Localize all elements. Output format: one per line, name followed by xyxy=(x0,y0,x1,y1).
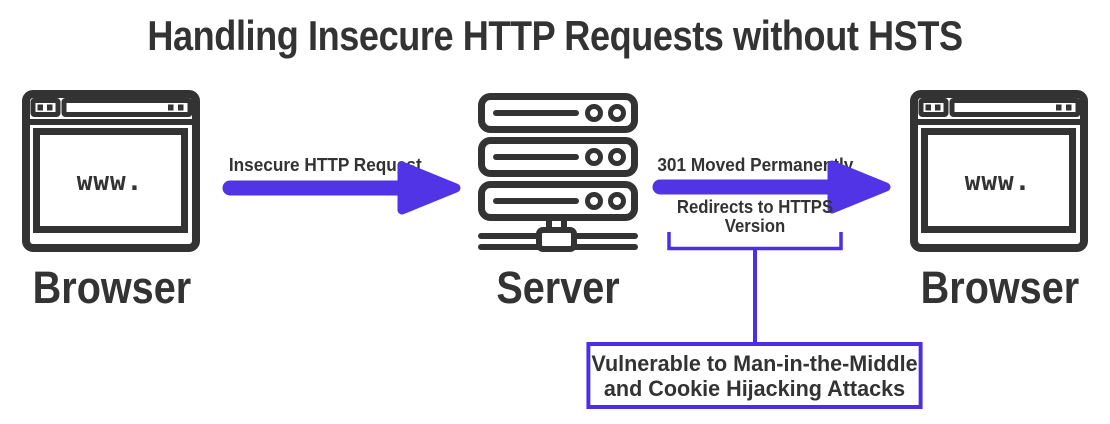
redirect-status-label: 301 Moved Permanently xyxy=(657,154,854,175)
server-icon xyxy=(478,93,638,252)
browser-right-label: Browser xyxy=(920,262,1080,313)
www-screen-text: www. xyxy=(965,167,1032,197)
callout-line1: Vulnerable to Man-in-the-Middle xyxy=(591,350,918,376)
callout-line2: and Cookie Hijacking Attacks xyxy=(603,375,906,401)
www-screen-text: www. xyxy=(77,167,144,197)
page-title: Handling Insecure HTTP Requests without … xyxy=(147,12,963,59)
redirect-note-line1: Redirects to HTTPS xyxy=(676,197,834,217)
insecure-request-label: Insecure HTTP Request xyxy=(228,154,422,175)
redirect-note-label: Redirects to HTTPS Version xyxy=(657,198,852,236)
network-cable-icon xyxy=(478,218,638,252)
redirect-note-line2: Version xyxy=(724,216,786,236)
server-label: Server xyxy=(496,262,620,313)
vulnerability-callout-box: Vulnerable to Man-in-the-Middle and Cook… xyxy=(586,342,923,409)
browser-window-icon: www. xyxy=(22,90,200,252)
browser-window-icon: www. xyxy=(910,90,1088,252)
callout-connector-line xyxy=(753,248,757,345)
browser-left-label: Browser xyxy=(32,262,192,313)
insecure-request-arrow-icon xyxy=(222,161,461,215)
redirect-arrow-icon xyxy=(652,160,891,214)
